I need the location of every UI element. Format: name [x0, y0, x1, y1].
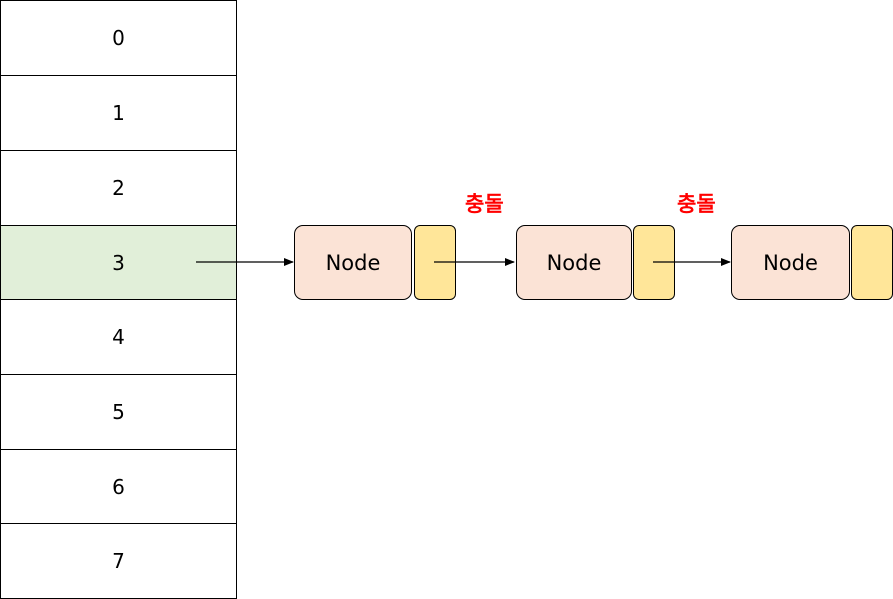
collision-label-2: 충돌: [677, 192, 716, 216]
hash-bucket-0: 0: [0, 0, 237, 76]
hash-bucket-2: 2: [0, 150, 237, 226]
collision-label-1: 충돌: [465, 192, 504, 216]
hash-bucket-3: 3: [0, 225, 237, 301]
chain-node-1-pointer: [414, 225, 456, 300]
hash-bucket-7: 7: [0, 523, 237, 599]
hash-bucket-4: 4: [0, 299, 237, 375]
chain-node-3: Node: [731, 225, 850, 300]
chain-node-1: Node: [294, 225, 412, 300]
chain-node-3-pointer: [851, 225, 893, 300]
hash-bucket-6: 6: [0, 449, 237, 525]
hash-bucket-5: 5: [0, 374, 237, 450]
chain-node-2: Node: [516, 225, 632, 300]
chain-node-2-pointer: [633, 225, 675, 300]
hash-bucket-1: 1: [0, 75, 237, 151]
